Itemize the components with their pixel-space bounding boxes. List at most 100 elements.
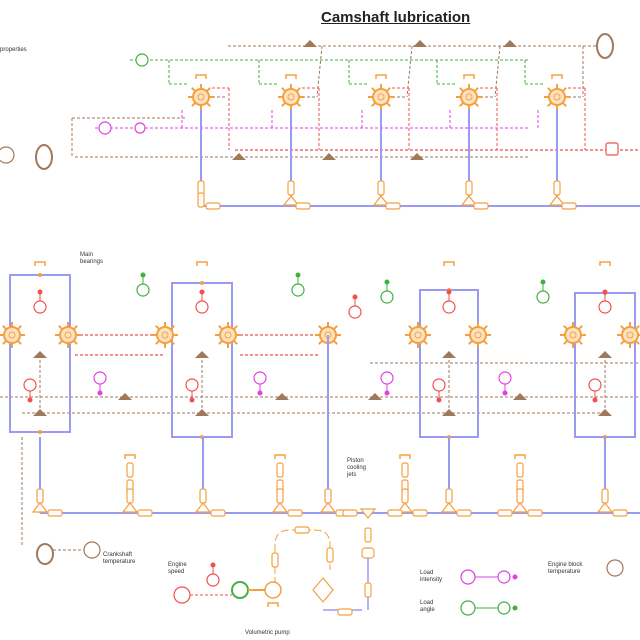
pipe-segment-icon: [516, 488, 524, 504]
speed-output-icon-port-icon: [436, 397, 442, 403]
angle-port-icon: [512, 605, 518, 611]
bearing-shaft-icon: [287, 93, 295, 101]
speed-output-icon-port-icon: [27, 397, 33, 403]
angle-input-icon-port-icon: [295, 272, 301, 278]
thermal-junction-icon: [33, 409, 47, 416]
pipe-segment-icon: [377, 180, 385, 196]
pipe-segment-icon: [553, 180, 561, 196]
engine-speed-source-icon: [173, 586, 191, 604]
bearing-shaft-icon: [224, 331, 232, 339]
speed-input-icon-port-icon: [352, 294, 358, 300]
pipe-segment-icon: [364, 582, 372, 598]
thermal-junction-icon: [513, 393, 527, 400]
bearing-icon: [3, 326, 21, 344]
speed-output-icon: [23, 378, 37, 392]
speed-input-icon: [348, 305, 362, 319]
piston-cooling-jets-label: Piston cooling jets: [347, 458, 367, 478]
pipe-segment-icon: [516, 462, 524, 478]
tee-junction-icon: [359, 508, 377, 519]
pipe-segment-icon: [456, 509, 472, 517]
end-cap-icon: [399, 454, 411, 459]
diagram-title: Camshaft lubrication: [321, 9, 471, 26]
end-cap-icon: [274, 454, 286, 459]
pipe-segment-icon: [401, 462, 409, 478]
pipe-segment-icon: [497, 509, 513, 517]
load-intensity-source-icon: [460, 569, 476, 585]
pipe-segment-icon: [401, 488, 409, 504]
end-cap-icon: [463, 74, 475, 79]
pipe-segment-icon: [387, 509, 403, 517]
filter-icon: [312, 577, 334, 603]
tee-junction-icon: [440, 502, 458, 513]
pipe-segment-icon: [210, 509, 226, 517]
pipe-segment-icon: [337, 608, 353, 616]
angle-input-icon-port-icon: [384, 279, 390, 285]
load-intensity-converter-icon: [497, 570, 511, 584]
speed-input-icon: [442, 300, 456, 314]
end-cap-icon: [375, 74, 387, 79]
oil-port-icon: [38, 430, 42, 434]
oil-port-icon: [38, 273, 42, 277]
tee-junction-icon: [271, 502, 289, 513]
angle-input-icon: [136, 283, 150, 297]
jet-nozzle-icon: [361, 547, 375, 559]
pipe-segment-icon: [612, 509, 628, 517]
bearing-icon: [548, 88, 566, 106]
load-angle-label: Load angle: [420, 600, 435, 613]
bearing-shaft-icon: [377, 93, 385, 101]
load-port-icon: [512, 574, 518, 580]
pipe-segment-icon: [36, 488, 44, 504]
bearing-shaft-icon: [569, 331, 577, 339]
properties-label: properties: [0, 47, 27, 53]
end-cap-icon: [195, 74, 207, 79]
angle-input-icon: [380, 290, 394, 304]
pipe-segment-icon: [205, 202, 221, 210]
tee-junction-icon: [548, 195, 566, 206]
pipe-segment-icon: [465, 180, 473, 196]
engine-block-temperature-label: Engine block temperature: [548, 562, 583, 575]
thermal-mass-icon: [596, 33, 614, 59]
load-angle-converter-icon: [497, 601, 511, 615]
pump-pipe-loop: [274, 529, 331, 585]
thermal-mass-icon: [36, 543, 54, 565]
pipe-segment-icon: [197, 192, 205, 208]
pipe-segment-icon: [276, 488, 284, 504]
thermal-junction-icon: [303, 40, 317, 47]
bearing-icon: [219, 326, 237, 344]
end-cap-icon: [443, 261, 455, 266]
load-input-icon: [498, 371, 512, 385]
pipe-segment-icon: [199, 488, 207, 504]
bearing-icon: [282, 88, 300, 106]
tee-junction-icon: [372, 195, 390, 206]
pipe-segment-icon: [324, 488, 332, 504]
speed-sensor-icon-port-icon: [210, 562, 216, 568]
load-input-icon-port-icon: [502, 390, 508, 396]
thermal-junction-icon: [33, 351, 47, 358]
pipe-segment-icon: [326, 547, 334, 563]
load-source-icon: [98, 121, 112, 135]
speed-output-icon: [185, 378, 199, 392]
thermal-junction-icon: [413, 40, 427, 47]
pipe-segment-icon: [126, 488, 134, 504]
oil-port-icon: [200, 281, 204, 285]
thermal-junction-icon: [195, 409, 209, 416]
tee-junction-icon: [596, 502, 614, 513]
bearing-icon: [621, 326, 639, 344]
load-input-icon-port-icon: [97, 390, 103, 396]
end-cap-icon: [514, 454, 526, 459]
angle-source-icon: [135, 53, 149, 67]
end-cap-icon: [599, 261, 611, 266]
load-input-icon: [380, 371, 394, 385]
end-cap-icon: [34, 261, 46, 266]
bearing-icon: [372, 88, 390, 106]
angle-input-icon: [536, 290, 550, 304]
tee-junction-icon: [282, 195, 300, 206]
crankshaft-temperature-label: Crankshaft temperature: [103, 552, 136, 565]
pipe-segment-icon: [287, 509, 303, 517]
speed-coupling-icon: [231, 581, 249, 599]
load-input-icon-port-icon: [384, 390, 390, 396]
speed-output-icon: [432, 378, 446, 392]
volumetric-pump-label: Volumetric pump: [245, 630, 290, 636]
pipe-segment-icon: [473, 202, 489, 210]
bearing-icon: [460, 88, 478, 106]
